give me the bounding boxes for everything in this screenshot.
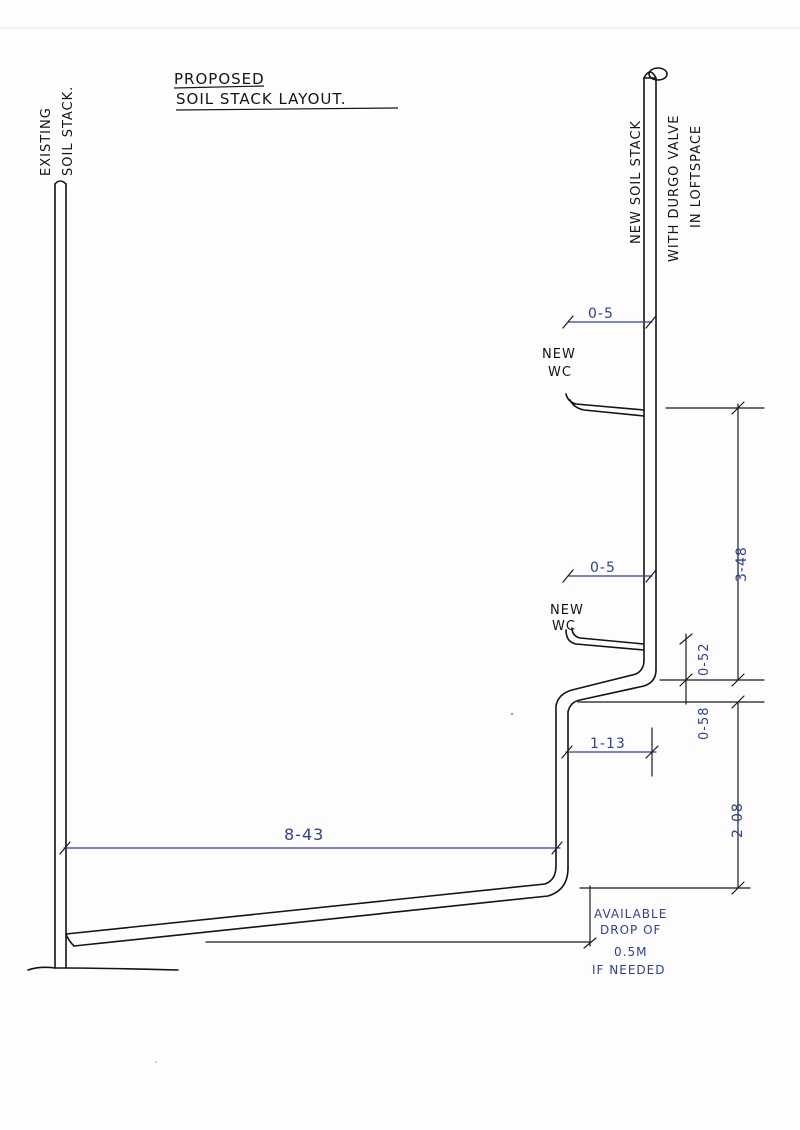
existing-stack-label-line-2: SOIL STACK. [61,86,76,176]
dimension-main-run [59,841,563,855]
drop-note-line-1: AVAILABLE [594,907,667,921]
dimension-offset-horizontal-value: 1-13 [590,736,626,752]
title-line-1: PROPOSED [174,70,265,88]
dimension-vertical-lower-label: 2-08 [730,802,746,838]
dimension-small-upper-value: 0-52 [697,642,712,676]
available-drop-marker [205,885,597,949]
upper-wc-label-line-2: WC [548,365,572,380]
dimension-lower-wc-offset [562,569,657,583]
dimension-lower-wc-offset-value: 0-5 [590,560,616,576]
dimension-small-upper-label: 0-52 [697,642,712,676]
drop-note-line-3: 0.5M [614,945,647,959]
existing-soil-stack [54,180,67,969]
dimension-main-run-value: 8-43 [284,825,324,844]
drop-note-line-2: DROP OF [600,923,661,937]
paper-speck [510,712,514,716]
valve-note: WITH DURGO VALVE IN LOFTSPACE [667,115,704,262]
dimension-wc-spacing-value: 3-48 [734,546,750,582]
upper-wc-label-line-1: NEW [542,347,576,362]
ground-line [27,966,179,971]
paper-speck [155,1061,157,1063]
existing-stack-label-line-1: EXISTING [39,107,54,176]
lower-wc-label-line-2: WC [552,619,576,634]
offset-lower-vertical [555,705,569,869]
title-line-2: SOIL STACK LAYOUT. [176,90,347,108]
dimension-small-verticals [577,633,765,705]
new-soil-stack [643,67,668,671]
title-underline-2 [175,107,399,111]
main-sloping-run [65,865,569,947]
dimension-upper-wc-offset-value: 0-5 [588,306,614,322]
dimension-small-lower-value: 0-58 [697,706,712,740]
existing-stack-label: EXISTING SOIL STACK. [39,86,76,176]
lower-wc-branch [565,627,645,651]
lower-wc-label-line-1: NEW [550,603,584,618]
dimension-small-lower-label: 0-58 [697,706,712,740]
drop-note-line-4: IF NEEDED [592,963,665,977]
dimension-offset-horizontal [561,727,659,777]
dimension-wc-spacing-label: 3-48 [734,546,750,582]
new-stack-label: NEW SOIL STACK [629,120,644,244]
title-underline-1 [173,85,265,89]
dimension-vertical-lower-value: 2-08 [730,802,746,838]
dimension-vertical-lower [579,695,751,895]
upper-wc-branch [565,393,645,417]
dimension-upper-wc-offset [562,315,657,329]
offset-diagonal [555,659,657,713]
valve-note-line-1: WITH DURGO VALVE [667,115,682,262]
valve-note-line-2: IN LOFTSPACE [689,125,704,228]
new-stack-label-text: NEW SOIL STACK [629,120,644,244]
dimension-wc-spacing [665,401,765,687]
